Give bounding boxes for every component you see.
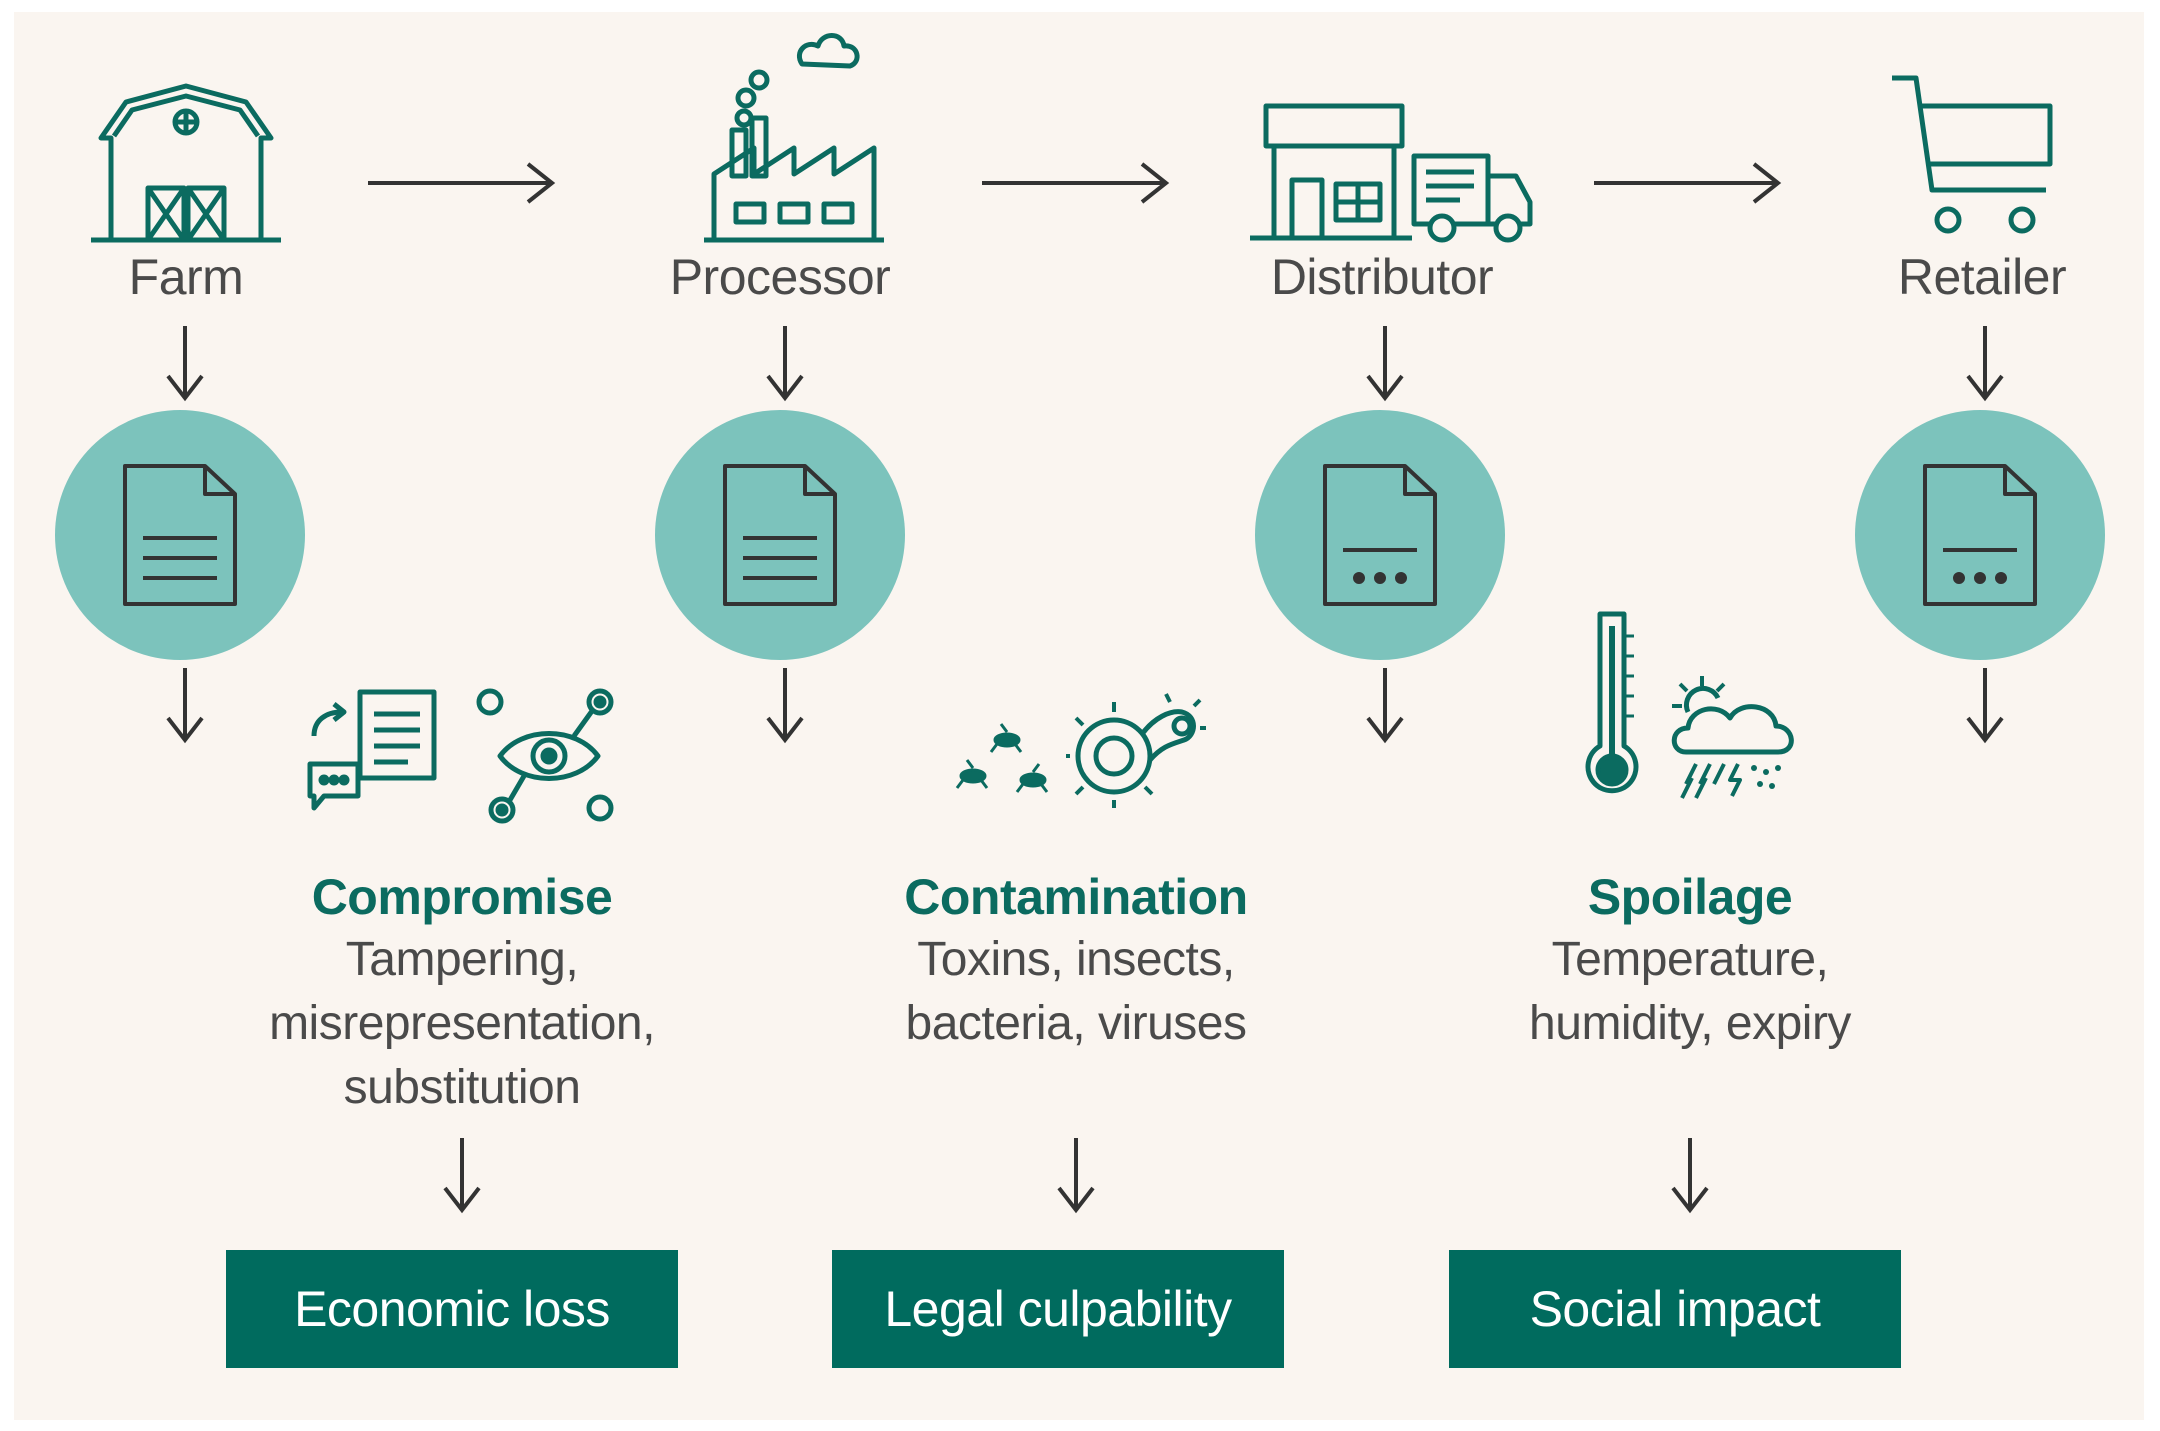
risk-description-line: misrepresentation,: [269, 997, 655, 1050]
barn-icon: [91, 83, 281, 243]
risk-description-line: Toxins, insects,: [917, 933, 1235, 986]
bacteria-icon: [1066, 693, 1206, 808]
warehouse-truck-icon: [1250, 103, 1533, 243]
document-dots-icon: [1923, 464, 2037, 606]
impact-box-legal-culpability: Legal culpability: [832, 1250, 1284, 1368]
thermometer-icon: [1585, 611, 1639, 794]
diagram-canvas: Farm Processor Distributor Retailer: [14, 12, 2144, 1420]
weather-icon: [1671, 676, 1794, 799]
risk-description-line: Temperature,: [1551, 933, 1829, 986]
stage-label-farm: Farm: [128, 249, 244, 305]
arrow-down-retailer-out: [1966, 668, 2004, 744]
arrow-processor-to-distributor: [982, 162, 1170, 204]
risk-description-line: humidity, expiry: [1529, 997, 1851, 1050]
risk-description-line: bacteria, viruses: [905, 997, 1247, 1050]
arrow-down-distributor-doc: [1366, 326, 1404, 402]
arrow-distributor-to-retailer: [1594, 162, 1782, 204]
document-dots-icon: [1323, 464, 1437, 606]
surveillance-eye-network-icon: [476, 688, 614, 824]
risk-description-contamination: Toxins, insects, bacteria, viruses: [796, 928, 1356, 1056]
risk-description-line: Tampering,: [345, 933, 579, 986]
shopping-cart-icon: [1892, 75, 2053, 234]
arrow-down-processor-out: [766, 668, 804, 744]
document-lines-icon: [723, 464, 837, 606]
arrow-farm-to-processor: [368, 162, 556, 204]
factory-icon: [704, 33, 884, 243]
insects-icon: [955, 723, 1049, 793]
arrow-down-retailer-doc: [1966, 326, 2004, 402]
arrow-down-distributor-out: [1366, 668, 1404, 744]
arrow-down-compromise-impact: [443, 1138, 481, 1214]
processor-document-circle: [655, 410, 905, 660]
document-exchange-icon: [307, 689, 437, 811]
risk-description-compromise: Tampering, misrepresentation, substituti…: [182, 928, 742, 1120]
risk-title-compromise: Compromise: [311, 869, 613, 925]
risk-title-spoilage: Spoilage: [1587, 869, 1793, 925]
arrow-down-spoilage-impact: [1671, 1138, 1709, 1214]
document-lines-icon: [123, 464, 237, 606]
arrow-down-processor-doc: [766, 326, 804, 402]
farm-document-circle: [55, 410, 305, 660]
risk-title-contamination: Contamination: [904, 869, 1248, 925]
risk-description-spoilage: Temperature, humidity, expiry: [1410, 928, 1970, 1056]
stage-label-processor: Processor: [669, 249, 891, 305]
impact-box-economic-loss: Economic loss: [226, 1250, 678, 1368]
arrow-down-contamination-impact: [1057, 1138, 1095, 1214]
stage-label-retailer: Retailer: [1897, 249, 2067, 305]
risk-description-line: substitution: [343, 1061, 581, 1114]
impact-box-social-impact: Social impact: [1449, 1250, 1901, 1368]
stage-label-distributor: Distributor: [1270, 249, 1494, 305]
arrow-down-farm-out: [166, 668, 204, 744]
arrow-down-farm-doc: [166, 326, 204, 402]
distributor-document-circle: [1255, 410, 1505, 660]
retailer-document-circle: [1855, 410, 2105, 660]
